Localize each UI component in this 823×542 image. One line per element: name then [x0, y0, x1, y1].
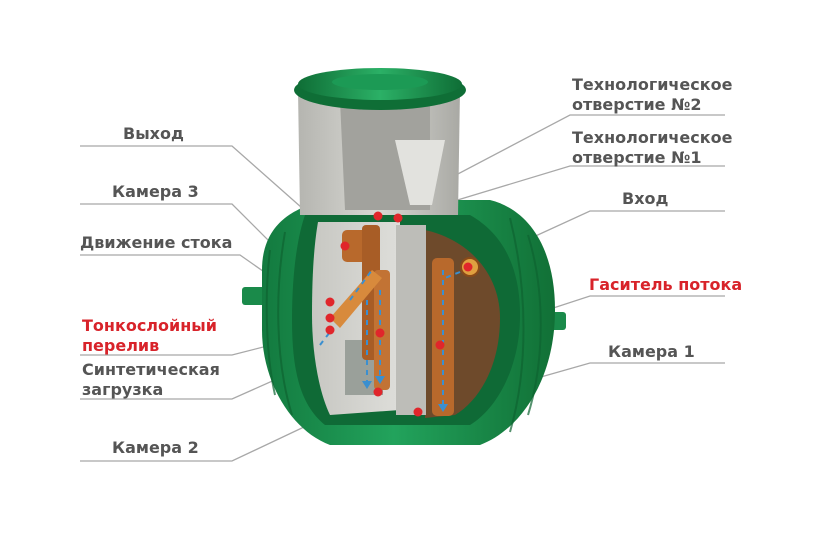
marker-kamera1 — [413, 407, 423, 417]
marker-dvizhenie — [325, 313, 335, 323]
marker-kamera3 — [325, 297, 335, 307]
tank-ribs — [265, 217, 542, 433]
label-vyhod: Выход — [123, 124, 184, 143]
label-tonkosloyny-line1: Тонкослойный — [82, 316, 217, 335]
label-kamera2: Камера 2 — [112, 438, 199, 457]
callout-markers — [325, 211, 473, 417]
marker-vyhod — [340, 241, 350, 251]
label-tehn2-line1: Технологическое — [572, 75, 733, 94]
label-tehn1-line1: Технологическое — [572, 128, 733, 147]
label-dvizhenie: Движение стока — [80, 233, 233, 252]
label-tehn1: Технологическое отверстие №1 — [572, 128, 732, 168]
label-kamera3: Камера 3 — [112, 182, 199, 201]
label-sintet-line2: загрузка — [82, 380, 164, 399]
lid-center — [332, 74, 428, 90]
label-kamera1: Камера 1 — [608, 342, 695, 361]
marker-kamera2 — [373, 387, 383, 397]
label-sintet-line1: Синтетическая — [82, 360, 220, 379]
label-tehn1-line2: отверстие №1 — [572, 148, 702, 167]
label-tehn2: Технологическое отверстие №2 — [572, 75, 732, 115]
marker-gasitel — [435, 340, 445, 350]
marker-tehn1 — [393, 213, 403, 223]
pipe-chamber1 — [432, 258, 454, 416]
marker-vhod — [463, 262, 473, 272]
outlet-funnel — [395, 140, 445, 205]
label-tonkosloyny-line2: перелив — [82, 336, 160, 355]
partition — [396, 225, 426, 415]
marker-tonkosloyny — [325, 325, 335, 335]
flow-arrowheads — [362, 376, 448, 412]
label-sintet: Синтетическая загрузка — [82, 360, 220, 400]
label-tonkosloyny: Тонкослойный перелив — [82, 316, 217, 356]
label-tehn2-line2: отверстие №2 — [572, 95, 702, 114]
label-vhod: Вход — [622, 189, 669, 208]
marker-sintet — [375, 328, 385, 338]
thin-layer-overflow — [330, 270, 382, 328]
label-gasitel: Гаситель потока — [589, 275, 743, 294]
marker-tehn2 — [373, 211, 383, 221]
